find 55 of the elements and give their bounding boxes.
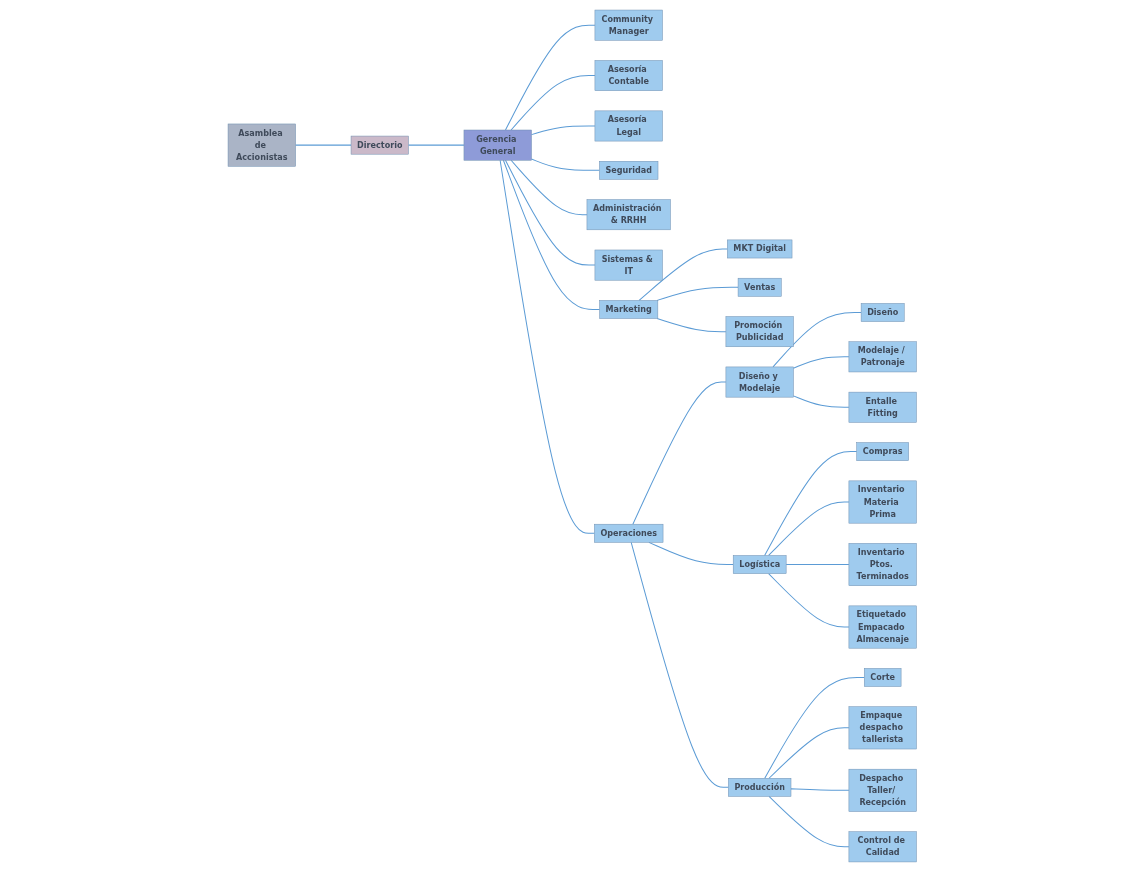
node-box: Administración & RRHH	[586, 199, 671, 231]
node-box: MKT Digital	[726, 239, 793, 259]
node-box: Entalle Fitting	[848, 391, 917, 423]
connector	[790, 788, 850, 791]
node-box: Community Manager	[594, 9, 663, 41]
connector	[504, 24, 596, 131]
connector	[499, 159, 595, 534]
connector	[294, 144, 352, 146]
connector	[767, 501, 850, 556]
connector	[510, 159, 588, 216]
connector	[502, 159, 600, 310]
node-box: Empaque despacho tallerista	[848, 706, 917, 750]
connector	[792, 356, 850, 369]
node-box: Compras	[856, 442, 909, 461]
node-box: Producción	[727, 778, 791, 797]
node-box: Diseño y Modelaje	[725, 366, 794, 398]
node-box: Etiquetado Empacado Almacenaje	[848, 605, 917, 649]
connector	[407, 144, 465, 146]
node-box: Inventario Materia Prima	[848, 480, 917, 524]
node-box: Seguridad	[598, 161, 658, 180]
node-box: Asesoría Legal	[594, 110, 663, 142]
node-box: Gerencia General	[463, 129, 532, 161]
connector	[656, 318, 727, 333]
node-box: Control de Calidad	[848, 831, 917, 863]
connector	[504, 159, 596, 266]
node-box: Logística	[732, 555, 787, 574]
node-box: Promoción Publicidad	[725, 316, 794, 348]
node-box: Despacho Taller/ Recepción	[848, 768, 917, 812]
connector	[767, 573, 850, 628]
node-box: Ventas	[737, 277, 782, 297]
connector	[763, 451, 857, 556]
connector	[638, 248, 728, 301]
connector	[530, 125, 596, 136]
connector	[792, 395, 850, 408]
connector	[630, 541, 729, 788]
node-box: Marketing	[599, 300, 658, 319]
connector	[656, 286, 739, 301]
node-box: Corte	[863, 668, 902, 687]
node-box: Operaciones	[593, 523, 664, 543]
connector	[768, 727, 850, 779]
connector	[768, 795, 850, 848]
connector	[632, 381, 727, 525]
connector	[648, 541, 734, 566]
connector	[530, 158, 600, 171]
node-box: Inventario Ptos. Terminados	[848, 543, 917, 586]
connector	[785, 564, 850, 566]
node-box: Sistemas & IT	[594, 249, 663, 281]
connector	[510, 75, 596, 131]
connector	[764, 676, 865, 779]
node-box: Diseño	[860, 303, 905, 322]
node-box: Asamblea de Accionistas	[227, 123, 296, 167]
node-box: Directorio	[350, 135, 409, 155]
node-box: Asesoría Contable	[594, 60, 663, 91]
connector	[772, 312, 862, 368]
node-box: Modelaje / Patronaje	[848, 341, 917, 373]
